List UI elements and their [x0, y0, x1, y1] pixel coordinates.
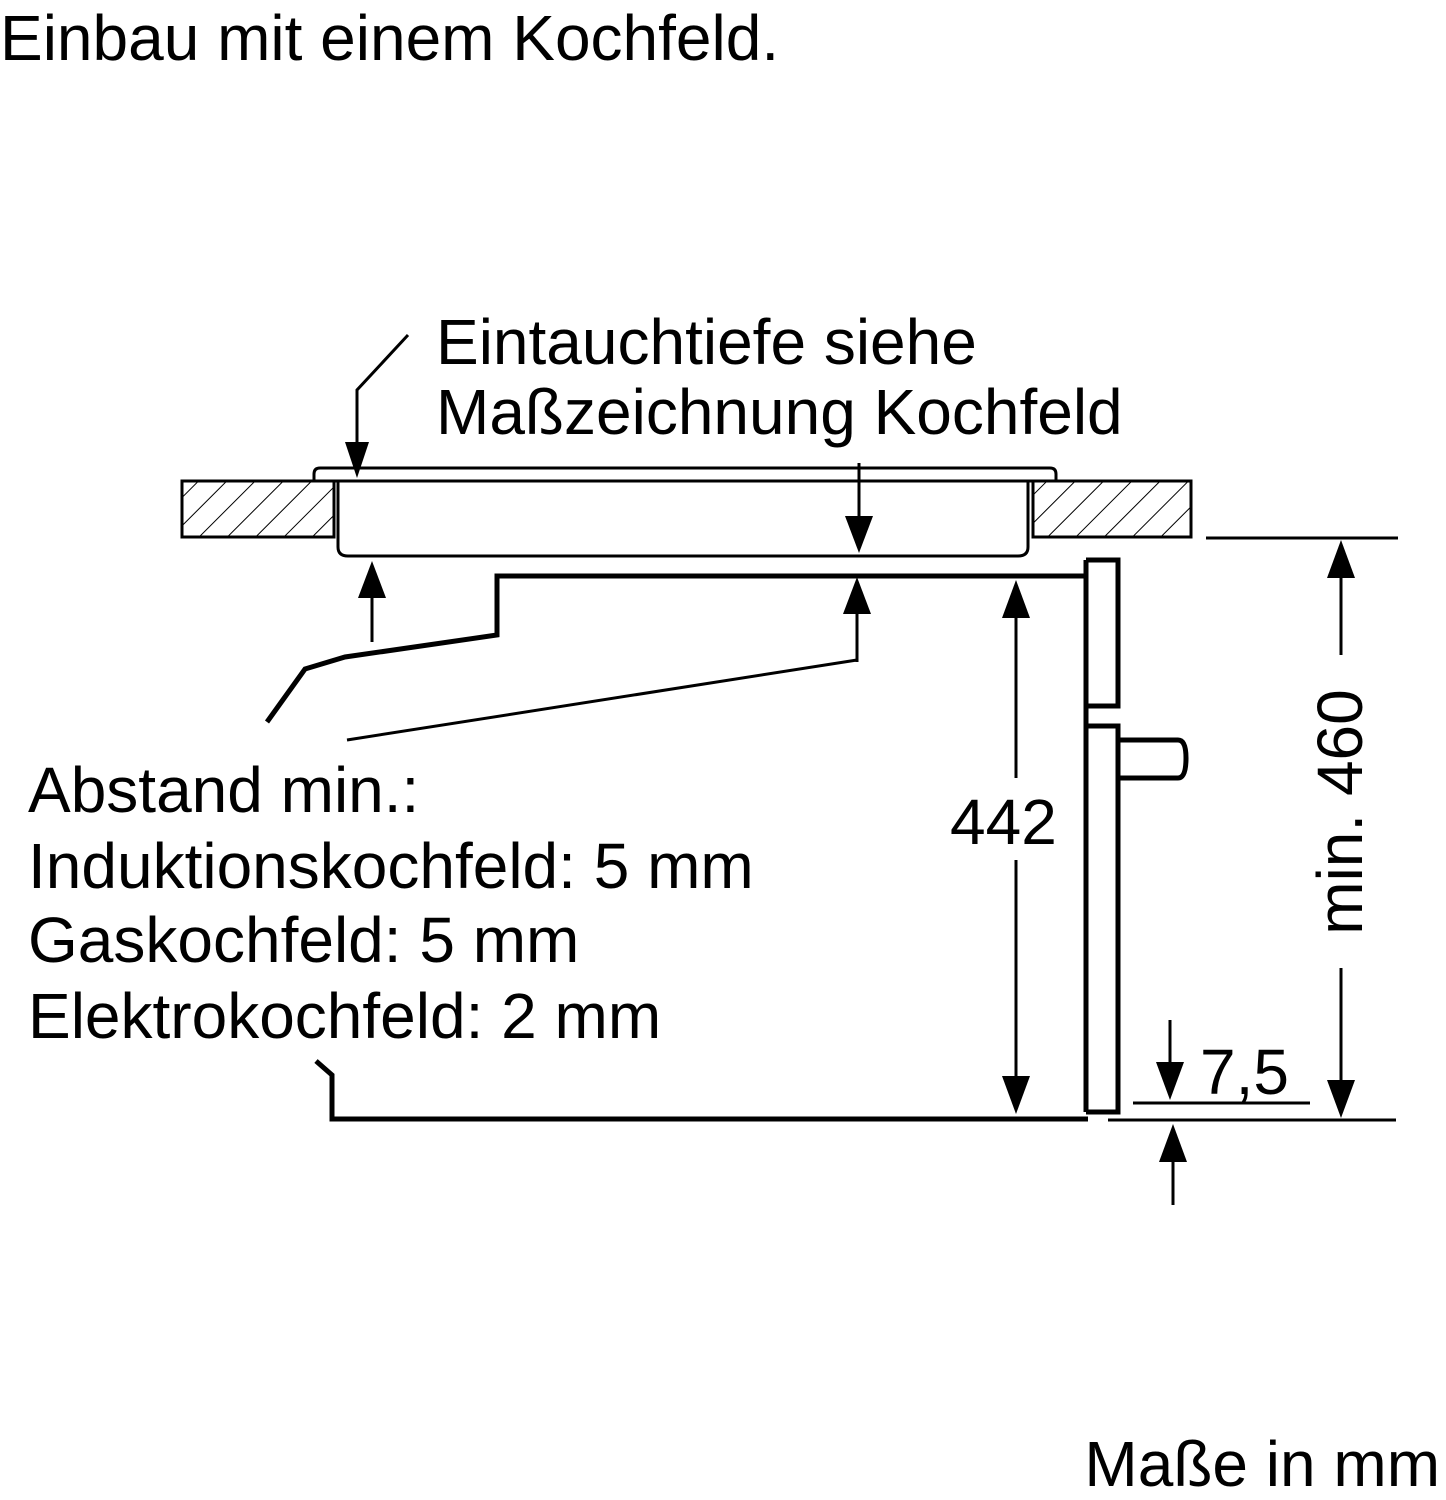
units-note: Maße in mm: [1084, 1428, 1440, 1500]
dimension-442: 442: [948, 786, 1059, 858]
appliance-body: [264, 573, 1088, 1122]
gap-arrow-left: [358, 561, 386, 642]
knob-icon: [1118, 737, 1189, 781]
callout-immersion-depth-line1: Eintauchtiefe siehe: [436, 306, 977, 378]
countertop-left: [180, 479, 336, 539]
clearance-electric: Elektrokochfeld: 2 mm: [28, 980, 662, 1052]
dimension-460-line: [1108, 536, 1398, 1122]
clearance-gas: Gaskochfeld: 5 mm: [28, 904, 580, 976]
immersion-depth-leader: [345, 333, 410, 478]
diagram-title: Einbau mit einem Kochfeld.: [0, 2, 780, 74]
clearance-leader: [346, 658, 858, 742]
callout-immersion-depth-line2: Maßzeichnung Kochfeld: [436, 376, 1123, 448]
cooktop: [312, 466, 1058, 558]
dimension-7-5: 7,5: [1200, 1036, 1289, 1108]
clearance-induction: Induktionskochfeld: 5 mm: [28, 830, 754, 902]
cooktop-bottom-arrow: [845, 463, 873, 553]
clearance-heading: Abstand min.:: [28, 754, 420, 826]
countertop-right: [1031, 479, 1193, 539]
appliance-front-panel: [1083, 557, 1121, 1115]
dimension-442-line: [1002, 580, 1030, 1114]
dimension-7-5-line: [1133, 1020, 1310, 1205]
gap-arrow-right: [843, 577, 871, 662]
